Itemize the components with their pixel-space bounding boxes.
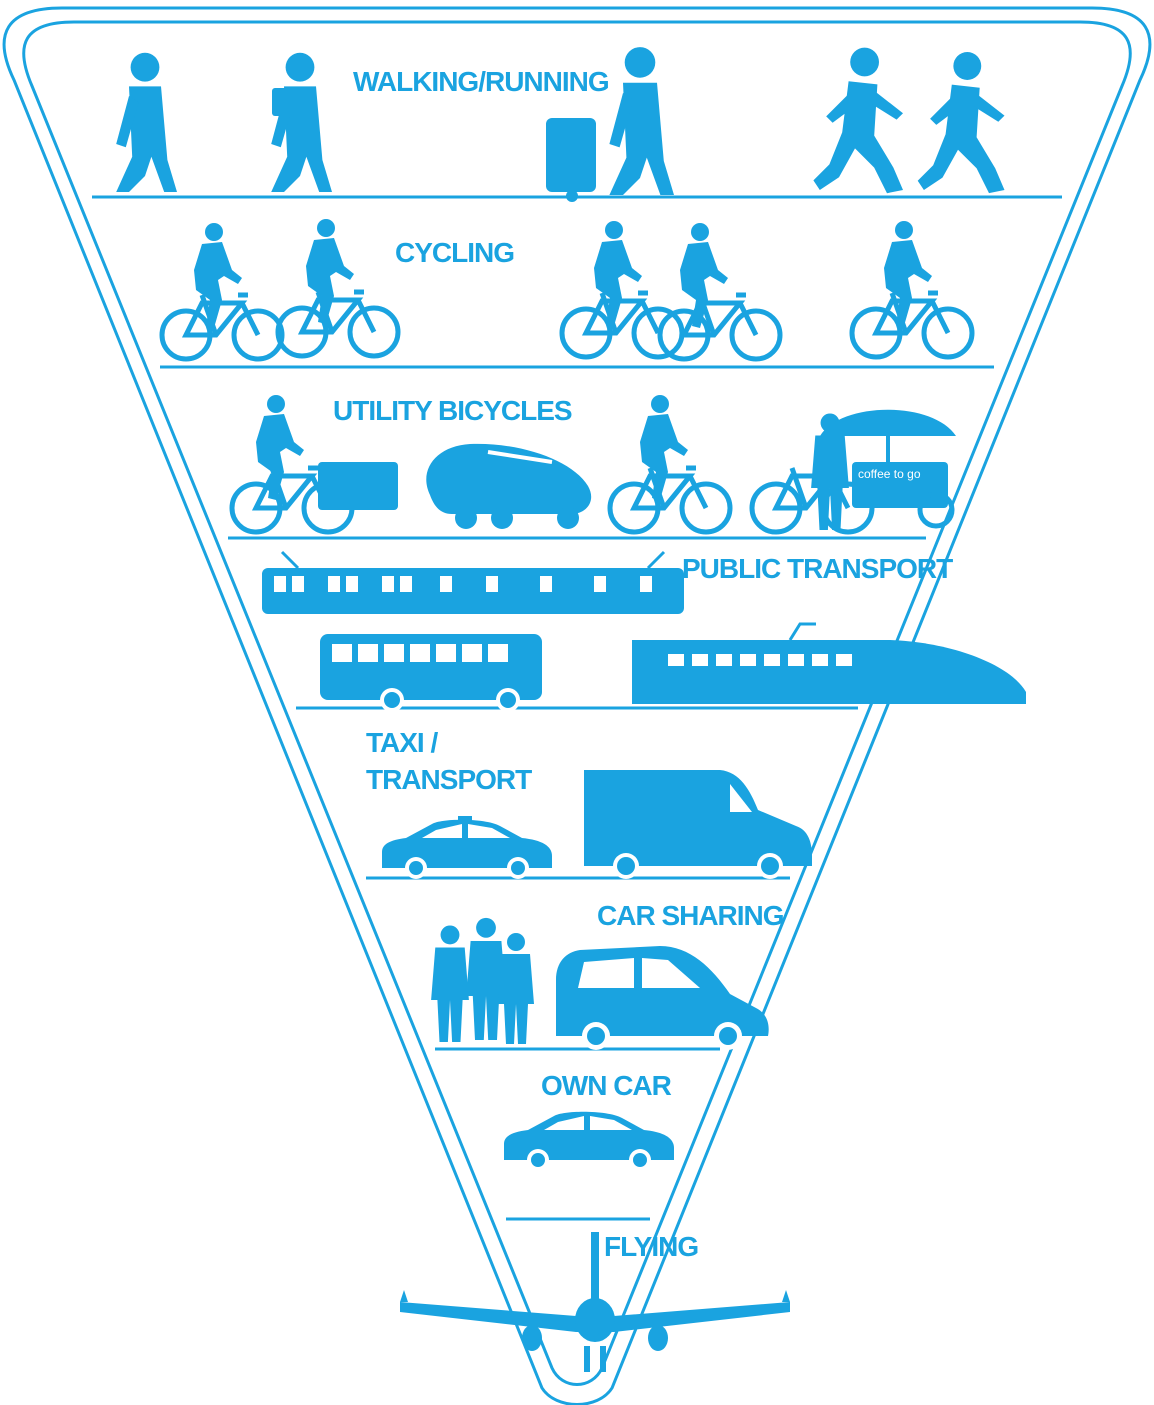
hatchback-car-icon	[556, 946, 769, 1050]
group-of-people-icon	[431, 918, 534, 1044]
tier-label-taxi-line-1: TAXI /	[366, 727, 438, 758]
cycling-icons	[162, 219, 972, 359]
own-car-icons	[504, 1112, 674, 1171]
bicycle-rider-icon	[610, 395, 730, 532]
delivery-van-icon	[584, 770, 812, 879]
bicycle-rider-icon	[562, 221, 682, 357]
sedan-car-icon	[504, 1112, 674, 1171]
walking-person-with-bag-icon	[271, 53, 332, 192]
tier-label-car-sharing: CAR SHARING	[597, 900, 784, 931]
racing-cyclist-icon	[852, 221, 972, 357]
tier-label-walking-running: WALKING/RUNNING	[353, 66, 609, 97]
tram-icon	[262, 552, 684, 614]
tier-label-cycling: CYCLING	[395, 237, 514, 268]
airplane-icon	[400, 1232, 790, 1372]
car-sharing-icons	[431, 918, 769, 1050]
running-man-icon	[813, 48, 903, 194]
taxi-icon	[382, 816, 552, 879]
bus-icon	[320, 634, 542, 712]
walking-person-icon	[116, 53, 177, 192]
coffee-to-go-sign: coffee to go	[858, 467, 921, 481]
tier-label-public-transport: PUBLIC TRANSPORT	[682, 553, 953, 584]
velomobile-icon	[426, 444, 591, 529]
bicycle-rider-icon	[278, 219, 398, 356]
tier-label-utility-bicycles: UTILITY BICYCLES	[333, 395, 572, 426]
bicycle-rider-icon	[660, 223, 780, 359]
flying-icons	[400, 1232, 790, 1372]
tier-label-taxi-line-2: TRANSPORT	[366, 764, 532, 795]
pyramid-outer-outline	[4, 8, 1150, 1405]
high-speed-train-icon	[632, 624, 1026, 704]
running-woman-icon	[918, 52, 1005, 193]
tier-label-flying: FLYING	[604, 1231, 698, 1262]
bicycle-rider-icon	[162, 223, 282, 359]
tier-label-own-car: OWN CAR	[541, 1070, 672, 1101]
coffee-bike-icon: coffee to go	[752, 410, 956, 532]
